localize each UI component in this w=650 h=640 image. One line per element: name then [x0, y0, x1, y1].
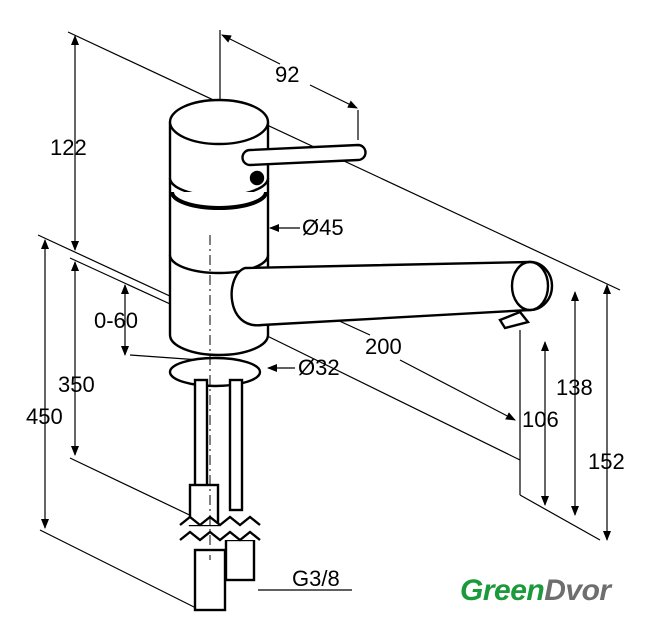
greendvor-logo: GreenDvor: [460, 574, 611, 608]
logo-green-part: Green: [460, 574, 545, 607]
logo-gray-part: Dvor: [544, 574, 611, 607]
dimension-body-diameter: Ø45: [302, 215, 344, 240]
dimension-lever-reach: 92: [275, 62, 300, 87]
dimension-deck-thickness: 0-60: [94, 308, 139, 333]
dimension-spout-top-height: 138: [556, 375, 593, 400]
faucet-body: [168, 98, 554, 612]
dimension-body-height: 122: [50, 135, 87, 160]
dimension-overall-height: 152: [588, 449, 625, 474]
dimension-outlet-height: 106: [522, 407, 559, 432]
dimension-connection-thread: G3/8: [292, 566, 340, 591]
dimension-hole-diameter: Ø32: [298, 355, 340, 380]
dimension-hose-long: 450: [26, 404, 63, 429]
dimension-spout-reach: 200: [365, 334, 402, 359]
dimension-hose-short: 350: [58, 372, 95, 397]
